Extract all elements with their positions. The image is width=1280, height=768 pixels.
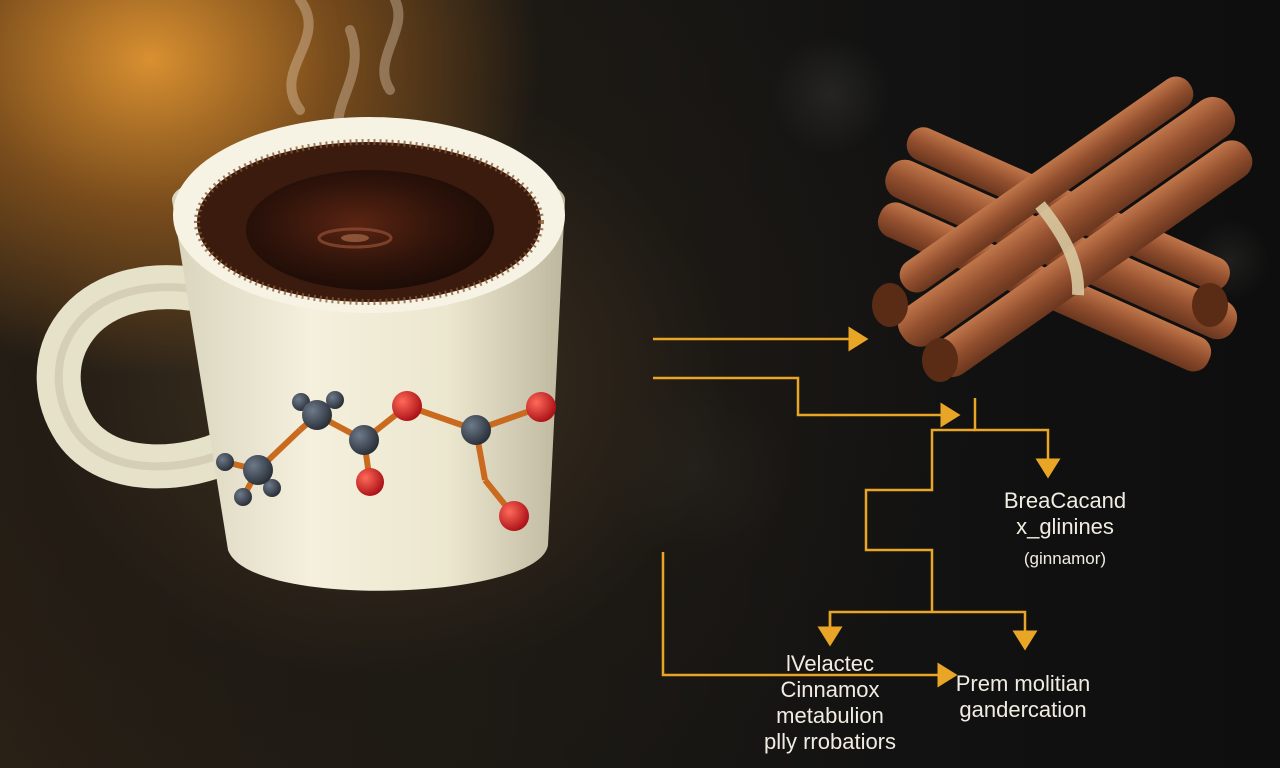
cinnamon-sticks xyxy=(872,76,1253,382)
label-bottom-middle-line3: metabulion xyxy=(776,703,884,728)
label-top-right-line3: (ginnamor) xyxy=(1023,549,1107,568)
label-bottom-middle-line4: plly rrobatiors xyxy=(763,729,897,754)
label-top-right-line2: x_glinines xyxy=(1016,514,1114,539)
label-top-right: BreaCacand x_glinines (ginnamor) xyxy=(990,488,1140,570)
label-bottom-middle-line2: Cinnamox xyxy=(780,677,880,702)
molecule xyxy=(216,391,556,531)
label-bottom-right: Prem molitian gandercation xyxy=(948,671,1098,723)
label-bottom-middle: lVelactec Cinnamox metabulion plly rroba… xyxy=(745,651,915,755)
label-bottom-right-line2: gandercation xyxy=(959,697,1087,722)
label-bottom-right-line1: Prem molitian xyxy=(955,671,1091,696)
flow-arrows xyxy=(653,326,1061,688)
label-top-right-line1: BreaCacand xyxy=(1003,488,1127,513)
label-bottom-middle-line1: lVelactec xyxy=(785,651,875,676)
coffee-mug xyxy=(36,117,565,591)
